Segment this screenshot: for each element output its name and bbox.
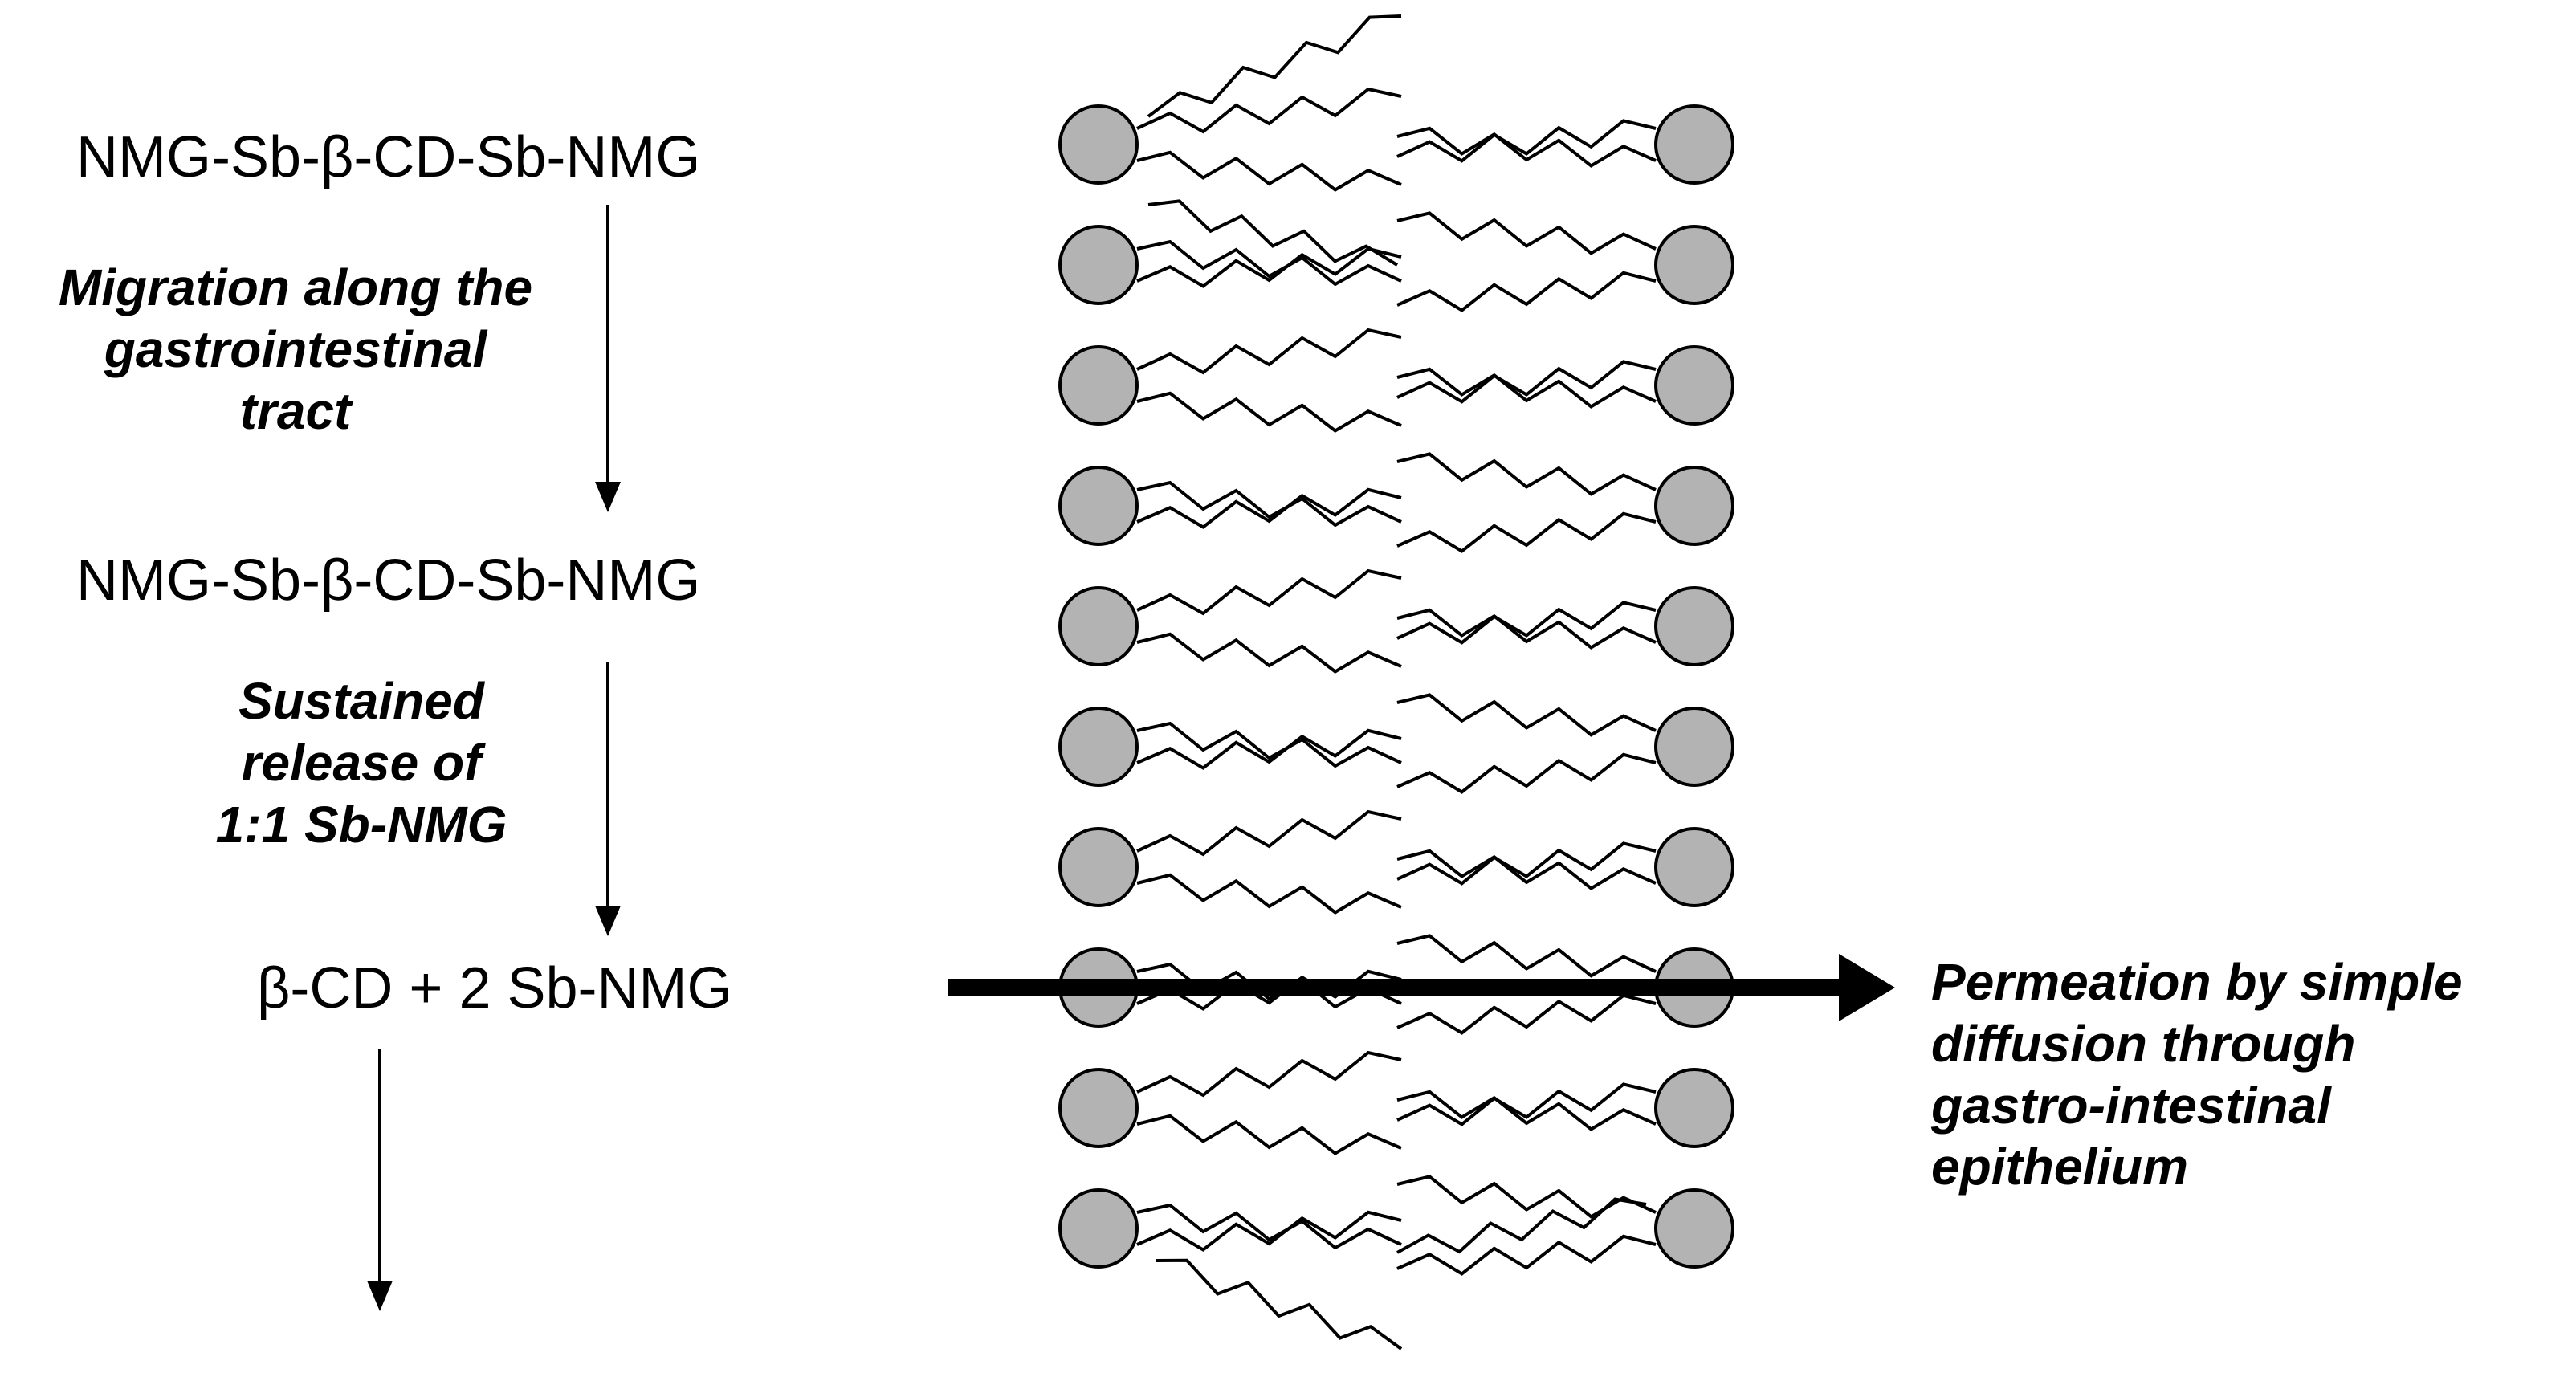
lipid-tail-right-lower <box>1396 608 1657 650</box>
excretion-arrowhead <box>367 1281 393 1311</box>
lipid-tail-top-left <box>1147 14 1402 118</box>
lipid-tail-bottom-left-edge <box>1147 199 1399 267</box>
lipid-tail-left-upper <box>1136 1050 1402 1098</box>
release-arrowhead <box>595 906 621 936</box>
lipid-head-right <box>1654 1188 1734 1269</box>
permeation-line-1: Permeation by simple <box>1931 953 2463 1011</box>
lipid-head-left <box>1058 707 1139 787</box>
lipid-tail-right-upper <box>1396 211 1657 255</box>
process-arrows <box>367 205 621 1311</box>
release-line-3: 1:1 Sb-NMG <box>215 795 507 853</box>
lipid-tail-left-upper <box>1136 1203 1402 1250</box>
lipid-tail-left-upper <box>1136 239 1402 287</box>
formula-top: NMG-Sb-β-CD-Sb-NMG <box>76 125 701 189</box>
lipid-head-left <box>1058 466 1139 546</box>
lipid-tail-right-upper <box>1396 693 1657 737</box>
release-line-1: Sustained <box>238 672 484 730</box>
lipid-tail-left-lower <box>1136 246 1402 288</box>
permeation-arrow <box>948 954 1895 1021</box>
lipid-tail-right-upper <box>1396 1082 1657 1126</box>
permeation-line-4: epithelium <box>1931 1138 2189 1196</box>
lipid-head-right <box>1654 1068 1734 1148</box>
lipid-tail-left-lower <box>1136 632 1402 674</box>
lipid-head-left <box>1058 104 1139 185</box>
lipid-tail-left-upper <box>1136 480 1402 528</box>
lipid-bilayer <box>1058 14 1734 1351</box>
lipid-head-right <box>1654 225 1734 305</box>
lipid-tail-right-upper <box>1396 601 1657 645</box>
lipid-tail-left-upper <box>1136 328 1402 375</box>
lipid-head-right <box>1654 586 1734 666</box>
lipid-tail-right-lower <box>1396 1234 1657 1276</box>
migration-arrowhead <box>595 482 621 512</box>
lipid-tail-left-lower <box>1136 728 1402 770</box>
migration-line-2: gastrointestinal <box>104 320 487 378</box>
lipid-head-left <box>1058 1188 1139 1269</box>
lipid-tail-right-lower <box>1396 126 1657 168</box>
lipid-head-left <box>1058 586 1139 666</box>
release-line-2: release of <box>241 733 482 792</box>
lipid-head-right <box>1654 707 1734 787</box>
formula-middle: NMG-Sb-β-CD-Sb-NMG <box>76 548 701 613</box>
lipid-tail-left-lower <box>1136 1114 1402 1155</box>
migration-label: Migration along the gastrointestinal tra… <box>14 257 577 442</box>
lipid-head-right <box>1654 466 1734 546</box>
migration-line-3: tract <box>239 381 352 440</box>
lipid-tail-right-upper <box>1396 934 1657 978</box>
lipid-head-right <box>1654 827 1734 907</box>
lipid-head-left <box>1058 1068 1139 1148</box>
lipid-tail-right-upper <box>1396 841 1657 886</box>
lipid-tail-right-upper <box>1396 360 1657 404</box>
release-label: Sustained release of 1:1 Sb-NMG <box>161 670 562 855</box>
permeation-label: Permeation by simple diffusion through g… <box>1931 951 2463 1198</box>
lipid-head-right <box>1654 345 1734 426</box>
lipid-tail-right-lower <box>1396 1090 1657 1131</box>
lipid-head-left <box>1058 827 1139 907</box>
products-formula: β-CD + 2 Sb-NMG <box>257 956 732 1021</box>
permeation-line-2: diffusion through <box>1931 1014 2356 1073</box>
lipid-tail-left-upper <box>1136 721 1402 768</box>
lipid-tail-right-upper <box>1396 452 1657 496</box>
lipid-tail-left-lower <box>1136 1210 1402 1252</box>
permeation-line-3: gastro-intestinal <box>1931 1076 2331 1135</box>
lipid-tail-left-lower <box>1136 873 1402 915</box>
lipid-tail-right-lower <box>1396 752 1657 794</box>
lipid-tail-right-lower <box>1396 271 1657 312</box>
lipid-tail-left-upper <box>1136 568 1402 616</box>
lipid-tail-right-upper <box>1396 1175 1657 1219</box>
lipid-tail-right-lower <box>1396 993 1657 1035</box>
lipid-head-right <box>1654 104 1734 185</box>
migration-line-1: Migration along the <box>58 259 533 316</box>
lipid-tail-left-lower <box>1136 487 1402 529</box>
lipid-tail-left-lower <box>1136 391 1402 433</box>
lipid-tail-left-upper <box>1136 87 1402 134</box>
lipid-head-left <box>1058 225 1139 305</box>
lipid-tail-left-lower <box>1136 150 1402 192</box>
lipid-head-left <box>1058 345 1139 426</box>
lipid-tail-right-lower <box>1396 367 1657 409</box>
permeation-arrowhead <box>1839 954 1895 1021</box>
lipid-tail-right-lower <box>1396 849 1657 890</box>
lipid-tail-left-upper <box>1136 809 1402 857</box>
lipid-tail-right-lower <box>1396 511 1657 553</box>
lipid-tail-bottom-left <box>1156 1258 1403 1351</box>
lipid-tail-right-upper <box>1396 119 1657 163</box>
